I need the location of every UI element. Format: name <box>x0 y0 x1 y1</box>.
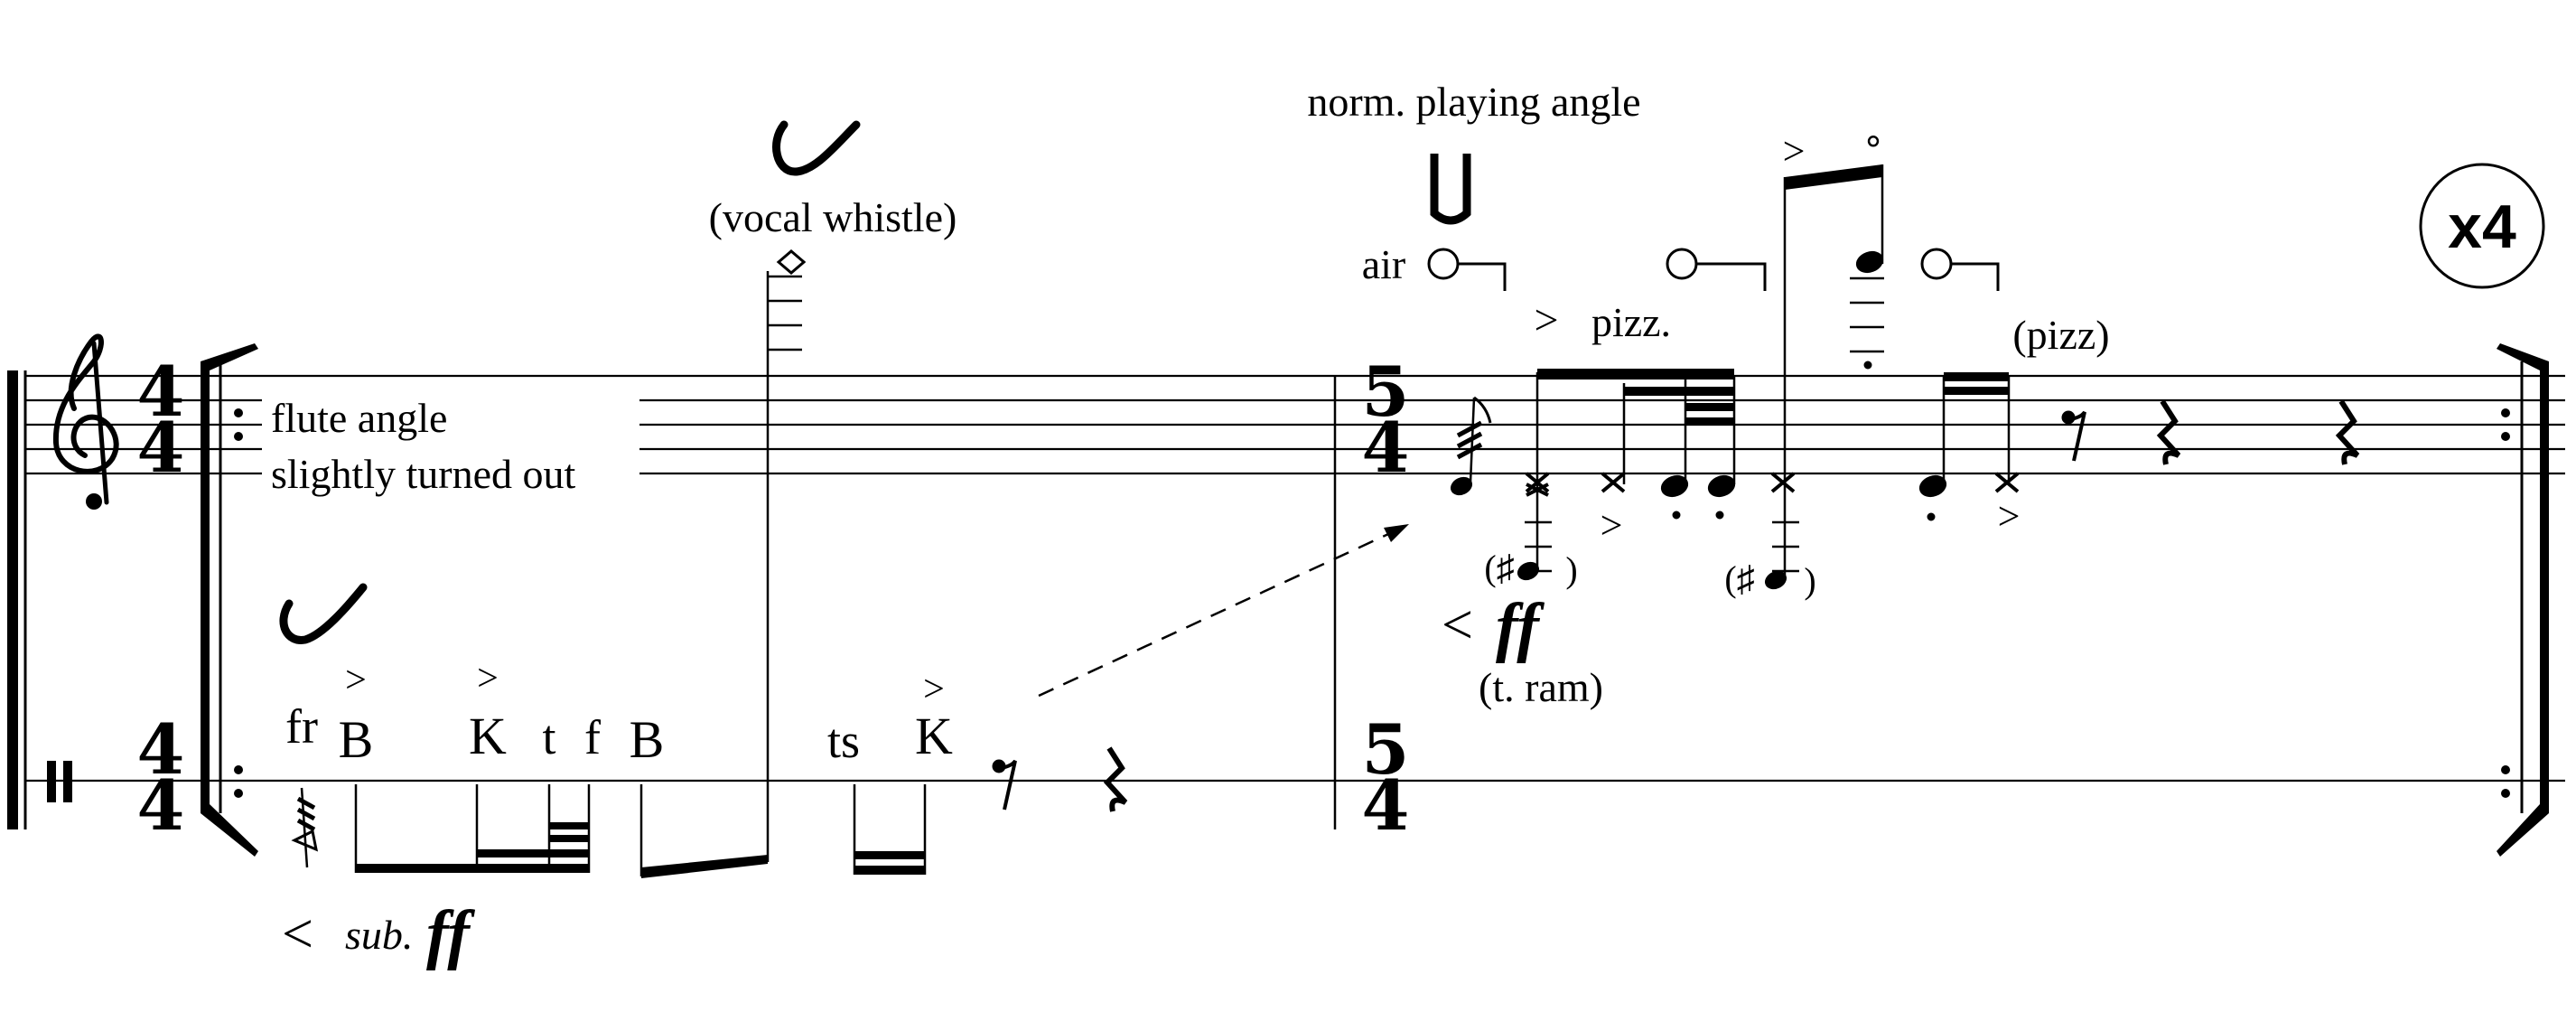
treble-clef-icon <box>52 333 119 510</box>
timesig-m2-bottom-lower: 4 <box>1362 765 1410 846</box>
syllable-k1: K <box>469 707 507 765</box>
timesig-m1-bottom-lower: 4 <box>137 765 185 846</box>
syllable-row: fr B K t f B ts K > > > <box>285 658 953 769</box>
syllable-fr: fr <box>285 699 318 754</box>
syllable-b2: B <box>630 710 665 769</box>
sub-text: sub. <box>345 912 413 958</box>
accent-m2-top: > <box>1783 129 1806 173</box>
syllable-f: f <box>584 710 601 764</box>
sharp-paren-2: (♯ <box>1724 558 1754 599</box>
repeat-start-barline <box>201 343 258 857</box>
percussion-clef-icon <box>47 761 72 802</box>
timesig-m1-bottom-upper: 4 <box>137 408 185 488</box>
syllable-k2: K <box>915 707 953 765</box>
vocal-whistle-embouchure-icon <box>772 120 861 176</box>
syllable-b1: B <box>339 710 374 769</box>
staff-text-mask <box>262 389 639 506</box>
vocal-whistle-text: (vocal whistle) <box>709 194 957 240</box>
grace-note-tremolo <box>1450 396 1492 496</box>
slightly-turned-out-text: slightly turned out <box>271 451 576 497</box>
system-bracket <box>7 370 27 829</box>
crescendo-sub-sign: < <box>282 904 313 965</box>
sharp-paren-close-2: ) <box>1804 560 1815 601</box>
fr-roll-note <box>291 787 319 868</box>
pizz-paren-text: (pizz) <box>2012 312 2109 358</box>
timesig-m2-top-lower: 5 <box>1362 709 1410 790</box>
air-bracket-markers <box>1427 248 2000 291</box>
timesig-m2-top-upper: 5 <box>1362 351 1410 432</box>
ram-ff-dynamic: ff <box>1496 590 1545 664</box>
repeat-count-text: x4 <box>2448 192 2516 261</box>
sharp-paren-close-1: ) <box>1565 549 1577 590</box>
harmonic-circle: ° <box>1864 130 1882 172</box>
t-ram-text: (t. ram) <box>1479 664 1603 710</box>
normal-embouchure-icon <box>1430 154 1471 225</box>
rhythm-beams-m1 <box>354 271 927 878</box>
norm-playing-angle-text: norm. playing angle <box>1307 79 1640 125</box>
sub-ff-dynamic: ff <box>426 897 475 971</box>
accent-k2: > <box>923 669 945 710</box>
vocal-whistle-note <box>768 249 807 351</box>
pizz-text: pizz. <box>1591 299 1671 345</box>
accent-b1: > <box>345 660 367 701</box>
pizz-accent: > <box>1534 296 1558 344</box>
rests-m2-upper <box>2061 399 2360 465</box>
timesig-m1-top-upper: 4 <box>137 351 185 432</box>
rests-m1-lower <box>992 746 1128 812</box>
dashed-transition-arrow <box>1038 524 1409 698</box>
accent-m2-1: > <box>1601 503 1623 548</box>
timesig-m2-bottom-upper: 4 <box>1362 408 1410 488</box>
accent-k1: > <box>477 658 499 699</box>
embouchure-cover-icon <box>279 583 368 644</box>
syllable-ts: ts <box>827 714 860 768</box>
syllable-t: t <box>542 710 555 764</box>
air-text: air <box>1362 241 1406 287</box>
accent-m2-2: > <box>1998 494 2021 539</box>
repeat-end-barline <box>2497 343 2549 857</box>
flute-angle-text: flute angle <box>271 395 447 441</box>
timesig-m1-top-lower: 4 <box>137 709 185 790</box>
repeat-count-badge: x4 <box>2419 163 2545 289</box>
rhythm-beams-m2 <box>1517 164 2020 590</box>
crescendo-ram-sign: < <box>1442 595 1473 656</box>
sharp-paren-1: (♯ <box>1484 548 1514 588</box>
